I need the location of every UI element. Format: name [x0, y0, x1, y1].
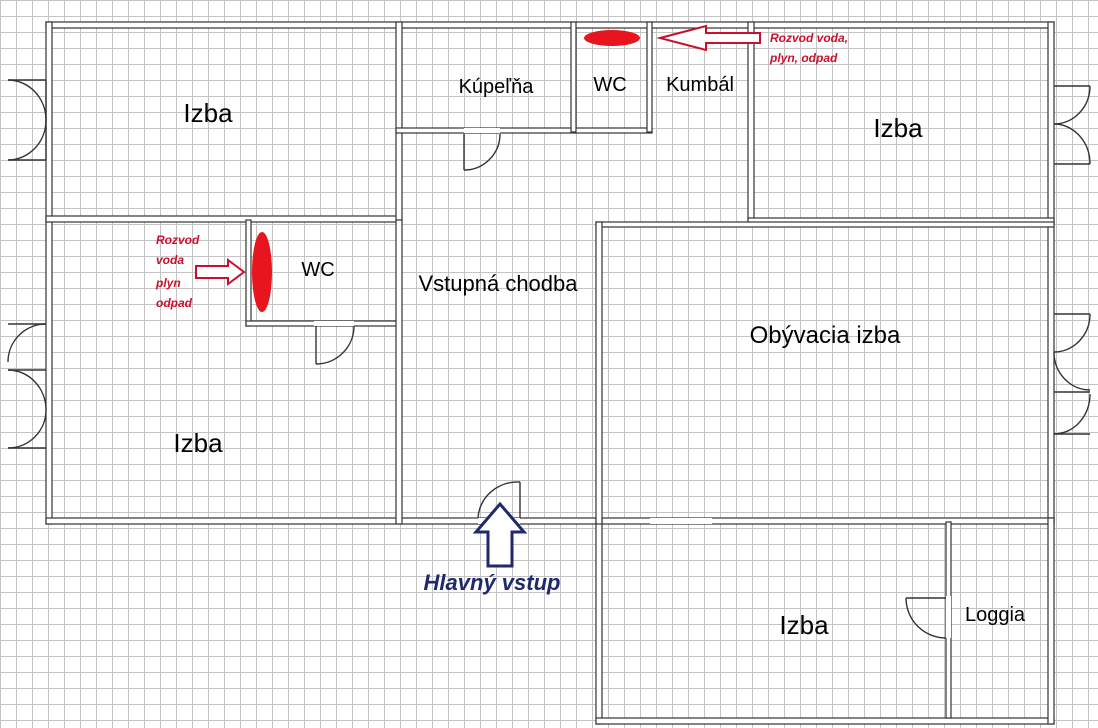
wall-izba-tl-bottom: [45, 215, 401, 223]
label-obyvacia-izba: Obývacia izba: [750, 322, 901, 349]
arrow-left-icon: [195, 258, 246, 286]
label-izba-bottom-right: Izba: [779, 610, 829, 640]
wall-kupelna-wc: [570, 21, 577, 133]
wall-wc-kumbal: [646, 21, 653, 133]
wall-annex-bottom: [595, 717, 1055, 725]
note-left-line4: odpad: [156, 296, 193, 310]
note-top-line1: Rozvod voda,: [770, 31, 848, 45]
window-left-upper-icon: [7, 79, 47, 161]
door-loggia-icon: [905, 597, 947, 639]
riser-left-icon: [252, 232, 272, 312]
windows: [7, 79, 1091, 449]
label-vstupna-chodba: Vstupná chodba: [418, 271, 578, 296]
wall-kupelna-bottom: [395, 127, 653, 134]
window-left-lower-icon: [7, 323, 47, 449]
utility-risers: [195, 24, 761, 312]
arrow-top-icon: [656, 24, 761, 52]
window-right-upper-icon: [1053, 85, 1091, 165]
riser-top-icon: [584, 30, 640, 46]
utility-notes: Rozvod voda, plyn, odpad Rozvod voda ply…: [155, 31, 848, 310]
wall-wc-left-side: [245, 219, 252, 327]
door-entrance-icon: [477, 481, 521, 519]
note-left-line2: voda: [156, 253, 184, 267]
walls: [45, 21, 1055, 725]
label-kupelna: Kúpeľňa: [459, 76, 535, 98]
note-left-line1: Rozvod: [156, 233, 200, 247]
label-wc-top: WC: [593, 74, 626, 96]
entrance-arrow-icon: [472, 501, 528, 568]
room-labels: Izba Kúpeľňa WC Kumbál Izba WC Vstupná c…: [173, 74, 1025, 640]
wall-chodba-left-upper: [395, 21, 403, 223]
door-gap-loggia: [946, 596, 951, 638]
label-izba-top-right: Izba: [873, 113, 923, 143]
wall-bottom: [45, 517, 1055, 525]
wall-top: [45, 21, 1055, 29]
note-top-line2: plyn, odpad: [769, 51, 838, 65]
door-wc-left-icon: [315, 325, 355, 365]
note-left-line3: plyn: [155, 276, 181, 290]
window-right-lower-icon: [1053, 313, 1091, 435]
label-wc-left: WC: [301, 259, 334, 281]
label-izba-top-left: Izba: [183, 98, 233, 128]
wall-kumbal-right: [747, 21, 755, 223]
entrance-label: Hlavný vstup: [424, 570, 561, 595]
wall-chodba-left-lower: [395, 219, 403, 525]
label-loggia: Loggia: [965, 604, 1026, 626]
door-gap-wc-left: [314, 321, 354, 326]
label-kumbal: Kumbál: [666, 74, 734, 96]
door-gap-kupelna: [464, 128, 500, 133]
interior-doors: [315, 133, 947, 639]
wall-left: [45, 21, 53, 525]
label-izba-bottom-left: Izba: [173, 428, 223, 458]
door-kupelna-icon: [463, 133, 501, 171]
wall-obyvacia-left: [595, 221, 603, 525]
wall-annex-left: [595, 517, 603, 725]
wall-right: [1047, 21, 1055, 525]
wall-annex-right: [1047, 517, 1055, 725]
wall-obyvacia-top: [595, 221, 1055, 228]
door-gap-obyvacia: [650, 518, 712, 524]
